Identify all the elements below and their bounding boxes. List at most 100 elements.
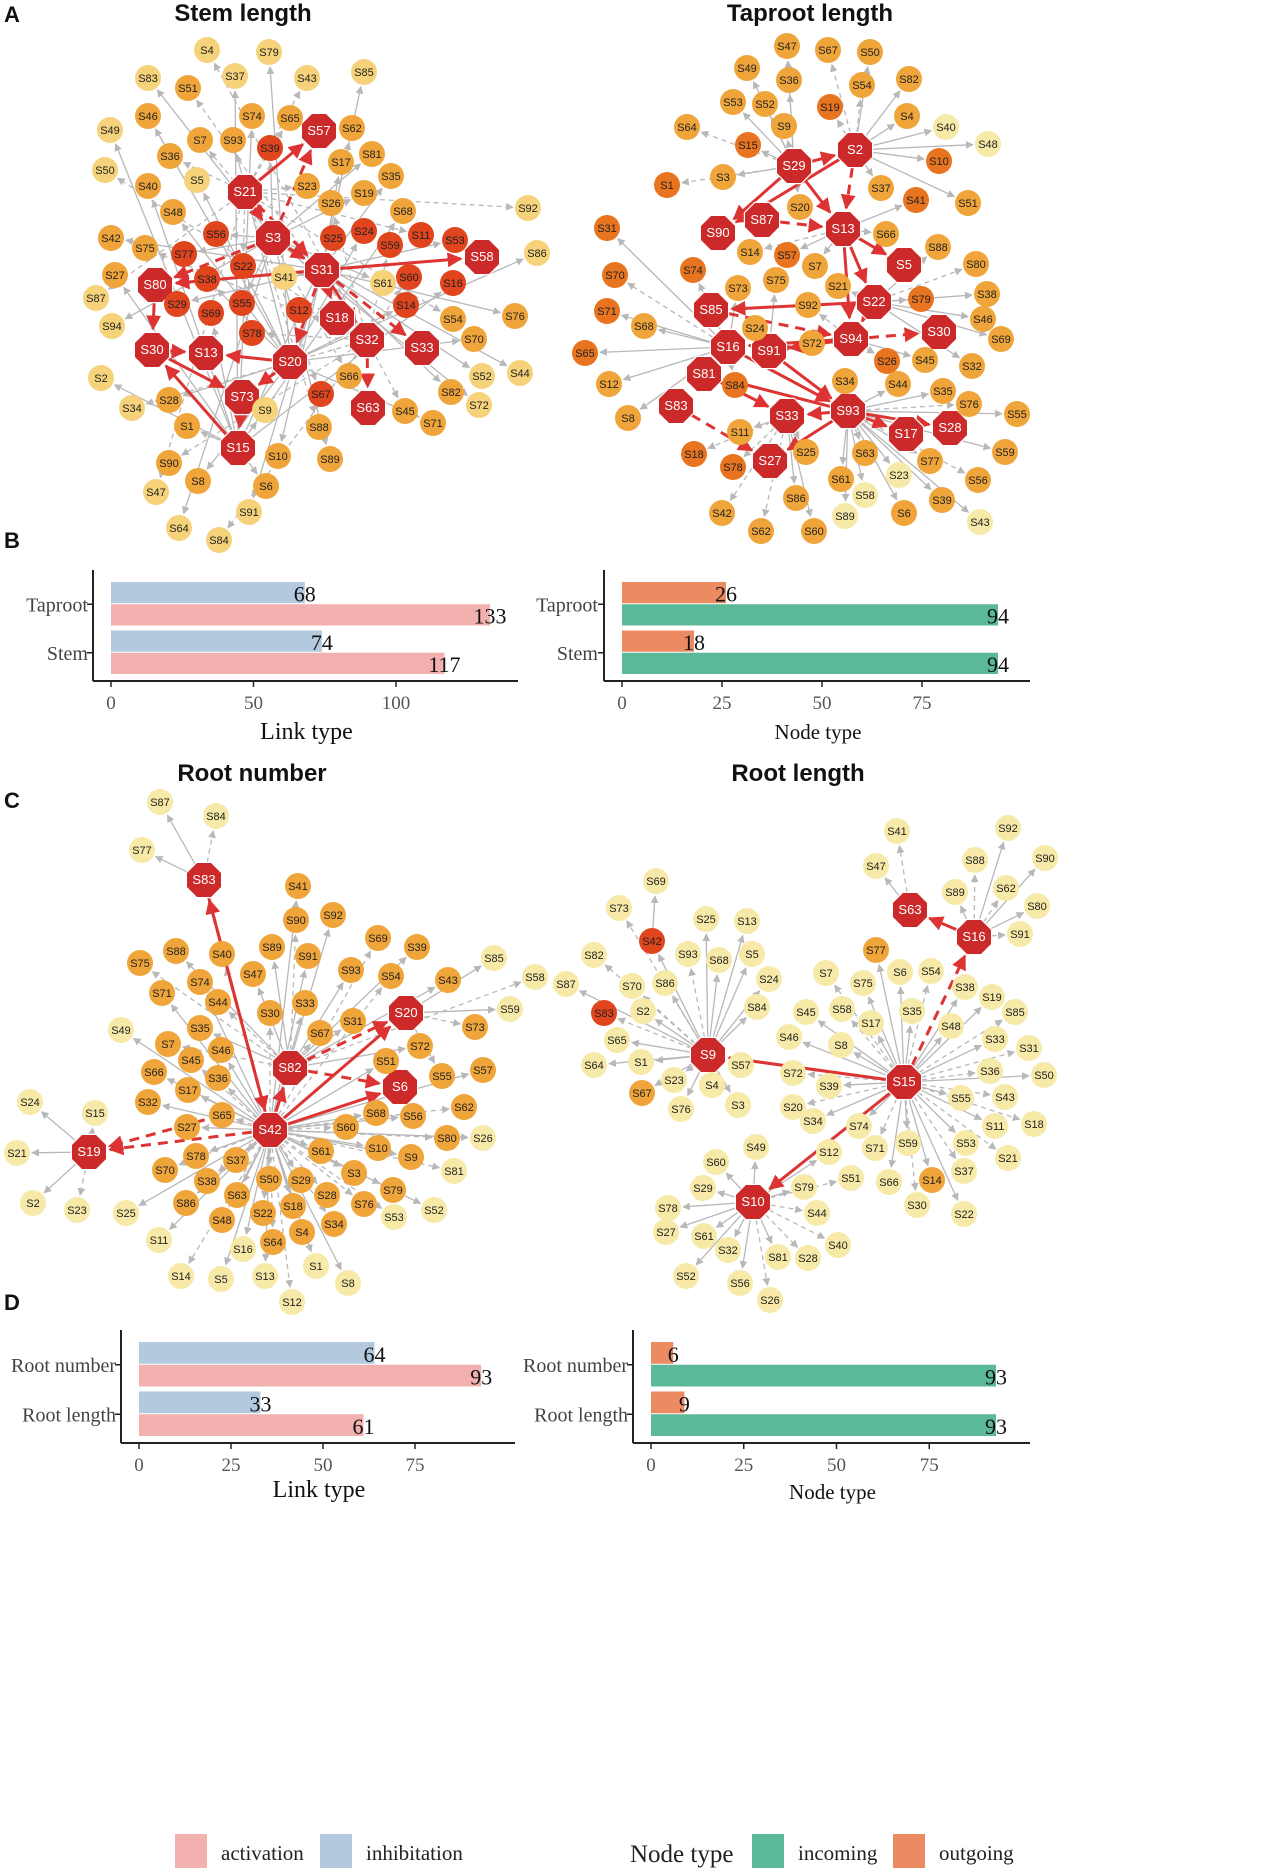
- node-s66: S66: [873, 221, 899, 247]
- node-s29: S29: [288, 1167, 314, 1193]
- node-shape: [155, 1031, 181, 1057]
- edge: [915, 1036, 942, 1069]
- node-label: S71: [152, 988, 172, 1000]
- edge: [695, 1214, 742, 1266]
- node-label: S88: [965, 855, 985, 867]
- edge: [715, 1211, 739, 1228]
- x-tick-label: 75: [920, 1455, 939, 1476]
- node-shape: [653, 1219, 679, 1245]
- node-s1: S1: [303, 1253, 329, 1279]
- node-s40: S40: [933, 114, 959, 140]
- node-shape: [440, 306, 466, 332]
- node-shape: [404, 934, 430, 960]
- node-s47: S47: [143, 479, 169, 505]
- node-s52: S52: [421, 1197, 447, 1223]
- node-label: S62: [454, 1102, 474, 1114]
- node-s56: S56: [203, 221, 229, 247]
- node-label: S1: [180, 421, 193, 433]
- node-s33: S33: [403, 329, 441, 367]
- node-shape: [703, 1149, 729, 1175]
- edge: [737, 168, 777, 178]
- node-s63: S63: [224, 1182, 250, 1208]
- hub-node-shape: [387, 994, 425, 1032]
- hub-node-shape: [855, 283, 893, 321]
- node-s24: S24: [756, 966, 782, 992]
- node-shape: [173, 1190, 199, 1216]
- node-shape: [715, 1237, 741, 1263]
- node-label: S79: [911, 294, 931, 306]
- node-shape: [260, 1229, 286, 1255]
- node-label: S53: [384, 1212, 404, 1224]
- node-label: S43: [297, 73, 317, 85]
- node-s2: S2: [630, 998, 656, 1024]
- hub-node-shape: [885, 246, 923, 284]
- node-shape: [793, 439, 819, 465]
- node-s35: S35: [187, 1015, 213, 1041]
- node-shape: [250, 1200, 276, 1226]
- data-label: 93: [985, 1414, 1007, 1439]
- node-s8: S8: [185, 468, 211, 494]
- bar-incoming-taproot: [622, 604, 998, 626]
- node-shape: [289, 1219, 315, 1245]
- node-shape: [643, 868, 669, 894]
- data-label: 133: [474, 604, 507, 629]
- edge: [867, 996, 898, 1066]
- hub-edge: [146, 302, 162, 331]
- x-tick-label: 0: [617, 693, 627, 714]
- edge: [151, 971, 276, 1059]
- node-shape: [317, 446, 343, 472]
- node-shape: [338, 957, 364, 983]
- panel-letter-a: A: [4, 2, 20, 27]
- node-s77: S77: [863, 937, 889, 963]
- node-shape: [164, 291, 190, 317]
- node-shape: [956, 391, 982, 417]
- node-s18: S18: [280, 1193, 306, 1219]
- edge: [872, 151, 925, 163]
- edge: [872, 141, 974, 150]
- node-shape: [793, 999, 819, 1025]
- node-label: S15: [892, 1074, 915, 1089]
- edge: [799, 235, 827, 250]
- node-label: S34: [122, 403, 142, 415]
- node-shape: [335, 1270, 361, 1296]
- edge: [248, 462, 258, 475]
- node-shape: [378, 163, 404, 189]
- hub-node-shape: [133, 331, 171, 369]
- node-label: S7: [819, 968, 832, 980]
- node-s45: S45: [912, 347, 938, 373]
- node-s63: S63: [349, 389, 387, 427]
- node-label: S46: [138, 111, 158, 123]
- edge: [727, 362, 735, 372]
- edge: [983, 899, 999, 923]
- node-s57: S57: [470, 1057, 496, 1083]
- node-shape: [257, 1000, 283, 1026]
- node-s21: S21: [226, 173, 264, 211]
- node-shape: [757, 1287, 783, 1313]
- node-s9: S9: [398, 1144, 424, 1170]
- node-shape: [895, 1130, 921, 1156]
- node-label: S2: [94, 373, 107, 385]
- node-label: S83: [138, 73, 158, 85]
- node-label: S71: [597, 306, 617, 318]
- node-s76: S76: [351, 1191, 377, 1217]
- node-shape: [908, 286, 934, 312]
- node-label: S35: [902, 1006, 922, 1018]
- node-s84: S84: [203, 803, 229, 829]
- node-label: S54: [443, 314, 463, 326]
- node-s58: S58: [463, 238, 501, 276]
- category-label: Stem: [47, 643, 89, 665]
- node-shape: [184, 167, 210, 193]
- data-label: 18: [683, 630, 705, 655]
- node-shape: [380, 1177, 406, 1203]
- data-label: 93: [985, 1365, 1007, 1390]
- node-s51: S51: [838, 1165, 864, 1191]
- node-s59: S59: [497, 996, 523, 1022]
- edge: [151, 199, 233, 432]
- node-shape: [963, 251, 989, 277]
- node-label: S44: [807, 1208, 827, 1220]
- node-label: S91: [757, 343, 780, 358]
- node-s2: S2: [20, 1190, 46, 1216]
- node-label: S65: [575, 348, 595, 360]
- node-label: S45: [915, 355, 935, 367]
